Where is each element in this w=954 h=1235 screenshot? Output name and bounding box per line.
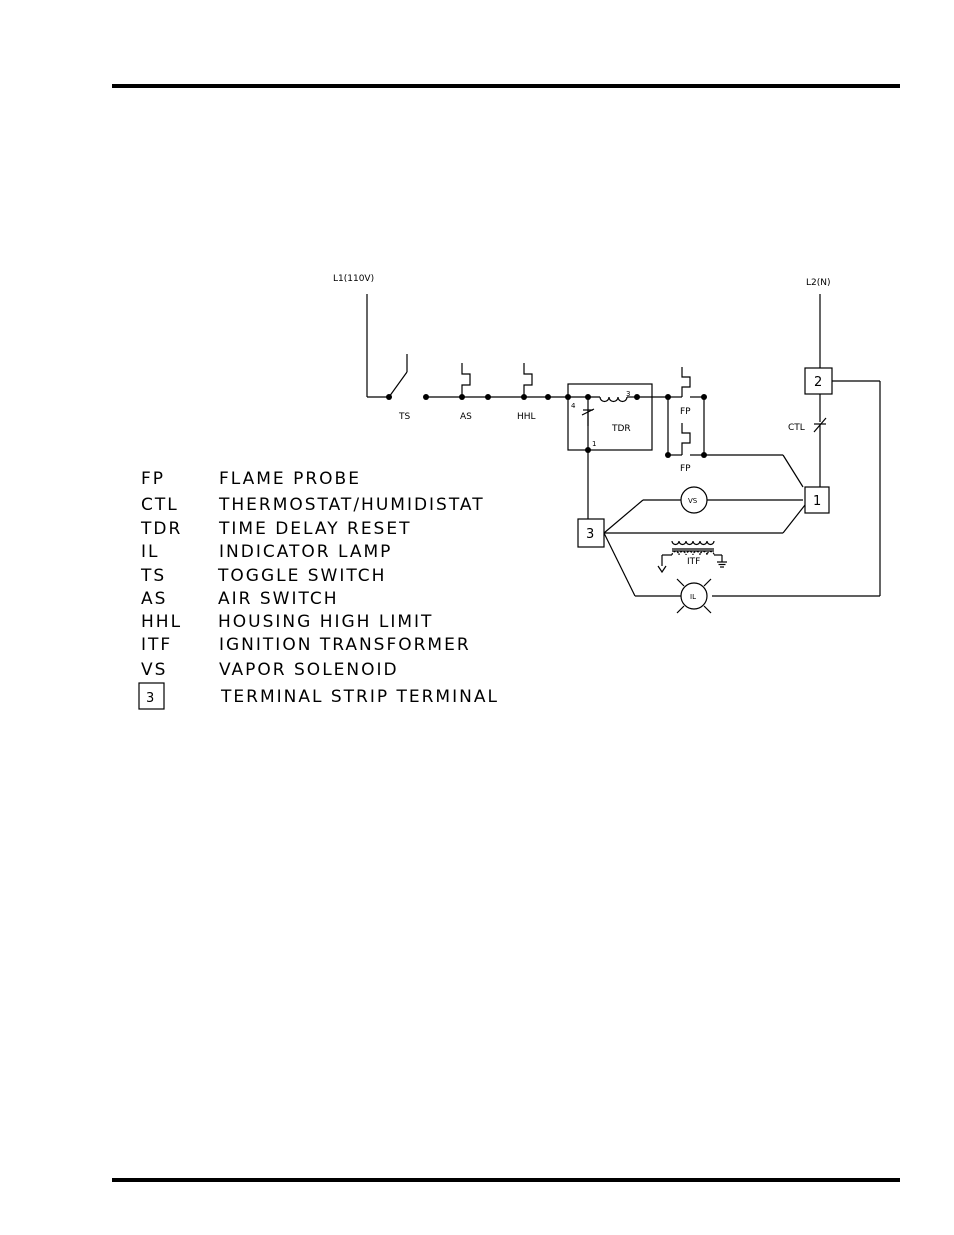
legend-abbr-itf: ITF bbox=[141, 635, 172, 655]
legend-abbr-hhl: HHL bbox=[141, 612, 182, 632]
legend-desc-terminal: TERMINAL STRIP TERMINAL bbox=[220, 687, 499, 707]
junction-dot bbox=[485, 394, 491, 400]
il-ray-3 bbox=[677, 606, 684, 613]
legend-desc-tdr: TIME DELAY RESET bbox=[218, 519, 411, 539]
ts-switch-blade bbox=[389, 372, 407, 397]
fp-bottom-label: FP bbox=[680, 464, 691, 474]
as-label: AS bbox=[460, 412, 472, 422]
il-ray-1 bbox=[677, 579, 684, 586]
itf-primary-coil bbox=[672, 541, 714, 545]
tdr-box bbox=[568, 384, 652, 450]
junction-dot bbox=[585, 394, 591, 400]
terminal-2-label: 2 bbox=[814, 375, 822, 390]
il-ray-4 bbox=[704, 606, 711, 613]
junction-dot bbox=[545, 394, 551, 400]
legend-abbr-ts: TS bbox=[140, 566, 166, 586]
itf-spark-arrow bbox=[658, 566, 666, 572]
vs-label: VS bbox=[688, 497, 698, 505]
tdr-heater-coil bbox=[600, 397, 627, 402]
fp-top-contact bbox=[682, 367, 690, 397]
tdr-label: TDR bbox=[611, 424, 631, 434]
hhl-contact bbox=[524, 363, 532, 397]
legend-abbr-terminal: 3 bbox=[146, 691, 154, 706]
as-contact bbox=[462, 363, 470, 397]
hhl-label: HHL bbox=[517, 412, 536, 422]
t3-vs-wire-a bbox=[604, 500, 643, 533]
legend-desc-ts: TOGGLE SWITCH bbox=[217, 566, 386, 586]
fp-top-label: FP bbox=[680, 407, 691, 417]
terminal-1-label: 1 bbox=[813, 494, 821, 509]
legend-abbr-as: AS bbox=[141, 589, 167, 609]
legend-abbr-il: IL bbox=[141, 542, 160, 562]
legend-desc-hhl: HOUSING HIGH LIMIT bbox=[218, 612, 433, 632]
junction-dot bbox=[423, 394, 429, 400]
tdr-pin-4-label: 4 bbox=[571, 402, 576, 410]
junction-dot bbox=[521, 394, 527, 400]
legend-desc-itf: IGNITION TRANSFORMER bbox=[219, 635, 471, 655]
l2-label: L2(N) bbox=[806, 278, 831, 288]
legend-abbr-tdr: TDR bbox=[140, 519, 182, 539]
junction-dot bbox=[386, 394, 392, 400]
tdr-pin-3-label: 3 bbox=[626, 390, 630, 398]
legend-desc-il: INDICATOR LAMP bbox=[219, 542, 392, 562]
legend-abbr-ctl: CTL bbox=[141, 495, 179, 515]
l1-label: L1(110V) bbox=[333, 274, 374, 284]
fp-to-t1-wire-b bbox=[783, 455, 803, 487]
t3-il-wire-a bbox=[604, 533, 635, 596]
legend: FP FLAME PROBE CTL THERMOSTAT/HUMIDISTAT… bbox=[139, 469, 499, 709]
legend-desc-vs: VAPOR SOLENOID bbox=[219, 660, 399, 680]
il-label: IL bbox=[690, 593, 696, 601]
itf-to-t1-wire bbox=[783, 505, 805, 533]
junction-dot bbox=[459, 394, 465, 400]
legend-desc-ctl: THERMOSTAT/HUMIDISTAT bbox=[218, 495, 485, 515]
tdr-pin-1-label: 1 bbox=[592, 440, 596, 448]
itf-label: ITF bbox=[687, 557, 700, 567]
legend-abbr-fp: FP bbox=[141, 469, 165, 489]
junction-dot bbox=[634, 394, 640, 400]
ts-label: TS bbox=[398, 412, 410, 422]
legend-abbr-vs: VS bbox=[141, 660, 167, 680]
itf-secondary-coil bbox=[672, 552, 714, 555]
junction-dot bbox=[701, 394, 707, 400]
junction-dot bbox=[585, 447, 591, 453]
legend-desc-fp: FLAME PROBE bbox=[219, 469, 361, 489]
terminal-3-label: 3 bbox=[586, 527, 594, 542]
il-ray-2 bbox=[704, 579, 711, 586]
junction-dot bbox=[665, 452, 671, 458]
junction-dot bbox=[701, 452, 707, 458]
ctl-label: CTL bbox=[788, 423, 805, 433]
fp-bottom-contact bbox=[682, 423, 690, 455]
junction-dot bbox=[665, 394, 671, 400]
junction-dot bbox=[565, 394, 571, 400]
legend-desc-as: AIR SWITCH bbox=[218, 589, 339, 609]
